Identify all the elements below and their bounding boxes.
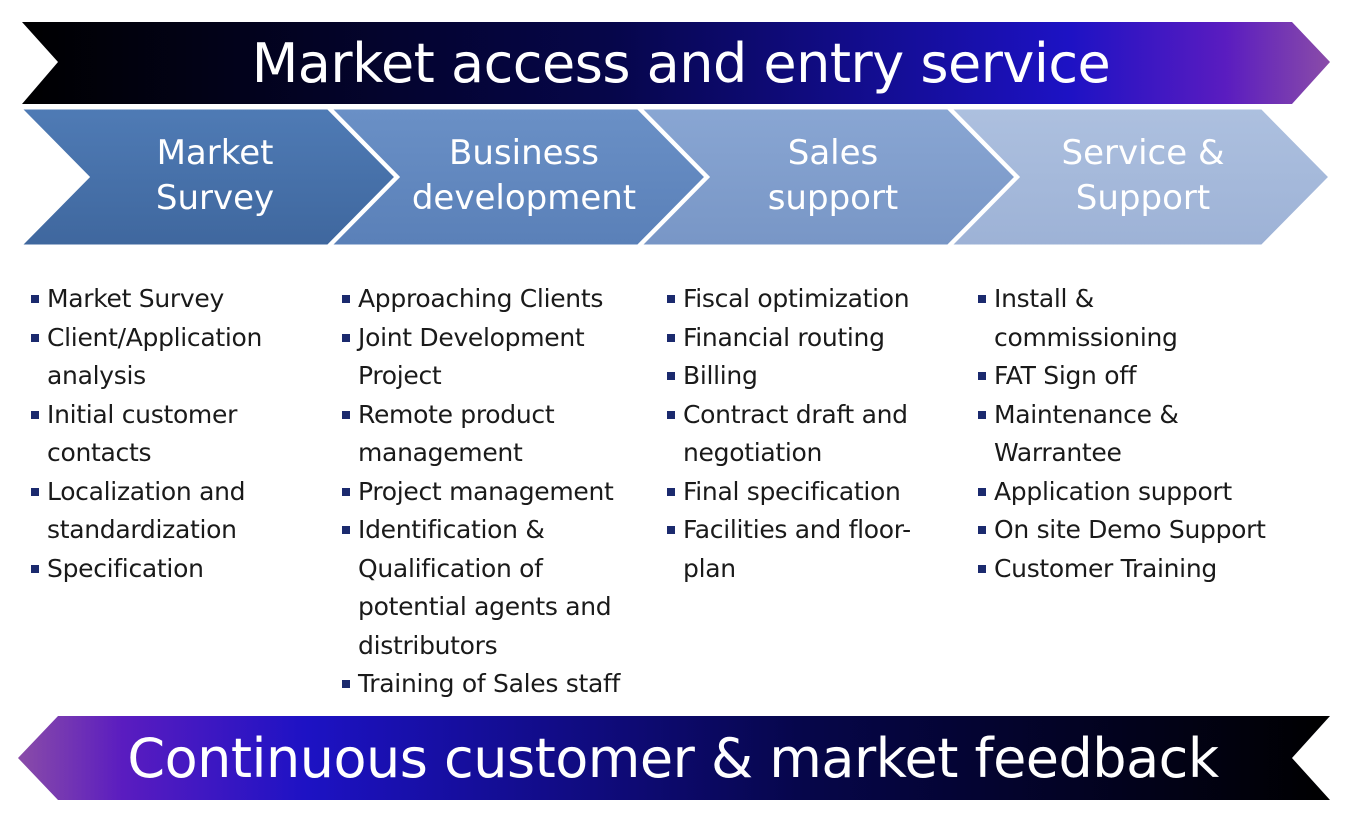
list-item: Contract draft and negotiation [666, 396, 966, 473]
bottom-banner [18, 716, 1330, 800]
square-bullet-icon [342, 526, 350, 534]
list-item: Install & commissioning [977, 280, 1277, 357]
list-item: Market Survey [30, 280, 330, 319]
stage-title-line: Business [449, 133, 599, 173]
square-bullet-icon [667, 372, 675, 380]
list-item: Fiscal optimization [666, 280, 966, 319]
stage-title-line: support [767, 178, 899, 218]
stage-title-line: Survey [155, 178, 275, 218]
stage-title-business-development: Business development [374, 106, 674, 246]
top-banner-arrow [22, 22, 1330, 104]
footer-title: Continuous customer & market feedback [127, 726, 1219, 790]
square-bullet-icon [342, 680, 350, 688]
list-item: Facilities and floor- plan [666, 511, 966, 588]
square-bullet-icon [978, 564, 986, 573]
list-item: Localization and standardization [30, 473, 330, 550]
list-item: On site Demo Support [977, 511, 1277, 550]
list-item: Remote product management [341, 396, 641, 473]
stage-title-sales-support: Sales support [683, 106, 983, 246]
stage-title-market-survey: Market Survey [65, 106, 365, 246]
square-bullet-icon [31, 410, 39, 419]
bottom-banner-arrow [18, 716, 1330, 800]
square-bullet-icon [978, 372, 986, 380]
square-bullet-icon [31, 333, 39, 342]
list-sales-support: Fiscal optimization Financial routing Bi… [666, 280, 966, 588]
square-bullet-icon [667, 333, 675, 342]
stage-chevrons [16, 106, 1333, 248]
list-item: Approaching Clients [341, 280, 641, 319]
square-bullet-icon [342, 333, 350, 342]
list-item: Billing [666, 357, 966, 396]
list-item: FAT Sign off [977, 357, 1277, 396]
list-item: Identification & Qualification of potent… [341, 511, 641, 665]
list-service-support: Install & commissioning FAT Sign off Mai… [977, 280, 1277, 588]
stage-title-line: development [411, 178, 637, 218]
square-bullet-icon [978, 410, 986, 419]
list-item: Customer Training [977, 550, 1277, 589]
stage-title-line: Service & [1061, 133, 1225, 173]
square-bullet-icon [31, 487, 39, 496]
list-item: Financial routing [666, 319, 966, 358]
list-market-survey: Market Survey Client/Application analysi… [30, 280, 330, 588]
list-item: Final specification [666, 473, 966, 512]
square-bullet-icon [31, 295, 39, 303]
list-item: Specification [30, 550, 330, 589]
list-item: Client/Application analysis [30, 319, 330, 396]
square-bullet-icon [667, 410, 675, 419]
square-bullet-icon [31, 564, 39, 573]
square-bullet-icon [342, 295, 350, 303]
list-business-development: Approaching Clients Joint Development Pr… [341, 280, 641, 704]
list-item: Joint Development Project [341, 319, 641, 396]
list-item: Initial customer contacts [30, 396, 330, 473]
stage-title-line: Sales [787, 133, 879, 173]
top-banner [22, 22, 1330, 104]
chevron-service-support [946, 106, 1333, 248]
square-bullet-icon [342, 487, 350, 496]
list-item: Application support [977, 473, 1277, 512]
page-title: Market access and entry service [251, 31, 1111, 95]
square-bullet-icon [342, 410, 350, 419]
list-item: Training of Sales staff [341, 665, 641, 704]
square-bullet-icon [978, 487, 986, 496]
stage-title-line: Market [156, 133, 274, 173]
square-bullet-icon [667, 526, 675, 534]
list-item: Project management [341, 473, 641, 512]
square-bullet-icon [978, 526, 986, 534]
stage-title-service-support: Service & Support [993, 106, 1293, 246]
list-item: Maintenance & Warrantee [977, 396, 1277, 473]
stage-title-line: Support [1075, 178, 1211, 218]
square-bullet-icon [667, 295, 675, 303]
square-bullet-icon [978, 295, 986, 303]
square-bullet-icon [667, 487, 675, 496]
